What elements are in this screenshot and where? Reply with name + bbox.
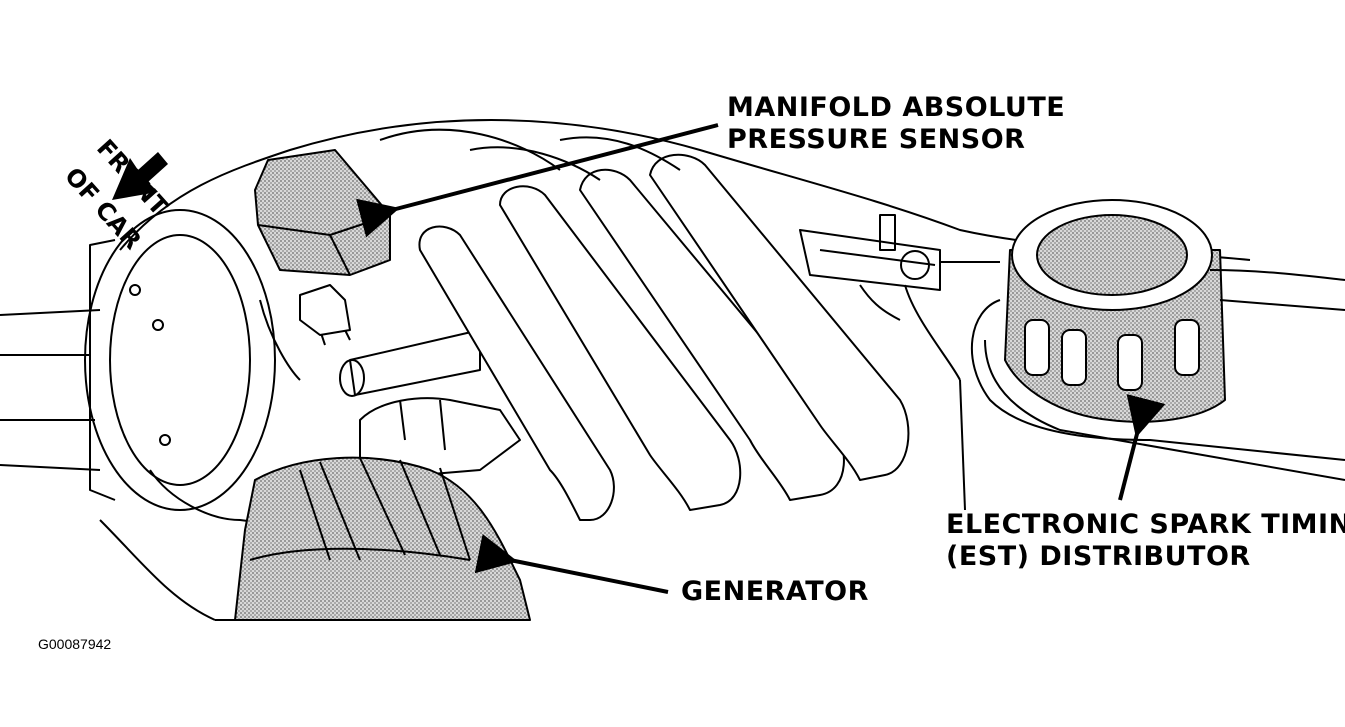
est-distributor-label: ELECTRONIC SPARK TIMING (EST) DISTRIBUTO… (946, 509, 1345, 573)
est-label-line1: ELECTRONIC SPARK TIMING (946, 509, 1345, 540)
front-arrow (112, 152, 168, 200)
est-leader (1118, 394, 1166, 501)
pulley (0, 209, 281, 526)
map-sensor-leader (355, 123, 719, 238)
generator-leader (474, 534, 669, 594)
map-sensor-label-line2: PRESSURE SENSOR (727, 124, 1026, 155)
front-of-car-label: FRONT OF CAR (40, 66, 173, 255)
est-label-line2: (EST) DISTRIBUTOR (946, 541, 1251, 572)
figure-id: G00087942 (38, 636, 112, 652)
map-sensor-label-line1: MANIFOLD ABSOLUTE (727, 92, 1066, 123)
generator-label: GENERATOR (681, 576, 869, 608)
fuel-rail (259, 214, 1000, 476)
intake-runners (418, 153, 910, 521)
map-sensor-label: MANIFOLD ABSOLUTE PRESSURE SENSOR (727, 92, 1065, 156)
est-distributor-body (970, 199, 1345, 481)
generator-body (234, 456, 531, 621)
map-sensor-body (254, 149, 391, 336)
generator-label-text: GENERATOR (681, 576, 869, 607)
